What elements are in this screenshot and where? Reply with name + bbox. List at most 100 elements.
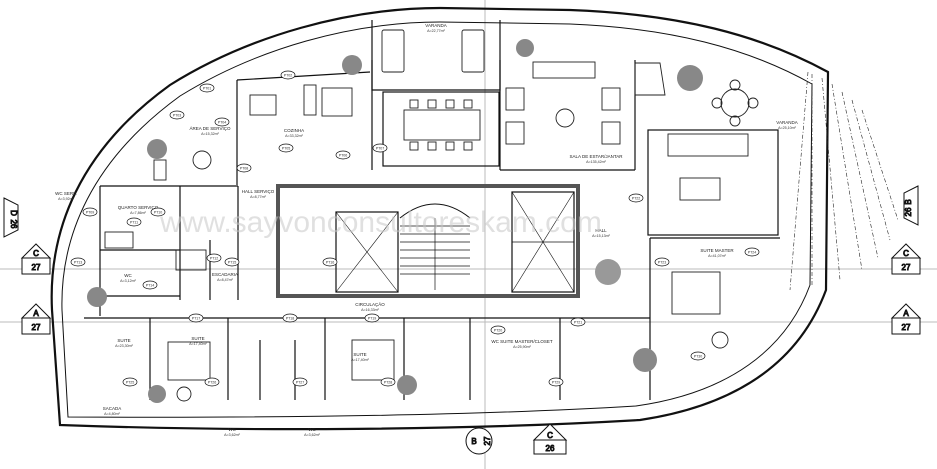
svg-text:26: 26 — [546, 444, 555, 453]
marker-b-bottom: B 27 — [465, 427, 493, 455]
svg-text:27: 27 — [902, 263, 911, 272]
svg-text:WC SERV.: WC SERV. — [55, 191, 77, 196]
door-tag: PT05 — [278, 143, 294, 153]
svg-text:WC: WC — [308, 427, 316, 432]
door-tag: PT15 — [224, 257, 240, 267]
door-tag-label: PT03 — [173, 113, 182, 117]
svg-text:A=25,90m²: A=25,90m² — [513, 345, 531, 349]
dining-chairs — [409, 99, 473, 151]
svg-text:WC SUITE MASTER/CLOSET: WC SUITE MASTER/CLOSET — [491, 339, 553, 344]
svg-text:A=22,77m²: A=22,77m² — [427, 29, 445, 33]
marker-c-left: C 27 — [20, 243, 52, 275]
svg-text:A=15,32m²: A=15,32m² — [201, 132, 219, 136]
svg-text:ESCADARIA: ESCADARIA — [212, 272, 238, 277]
door-tag: PT10 — [150, 207, 166, 217]
door-tag: PT04 — [214, 117, 230, 127]
small-table — [192, 150, 212, 170]
dining-table — [403, 109, 481, 141]
door-tag-label: PT26 — [208, 380, 217, 384]
svg-text:A: A — [903, 309, 909, 318]
door-tag-label: PT25 — [126, 380, 135, 384]
door-tag: PT12 — [206, 253, 222, 263]
svg-text:QUARTO SERVIÇO: QUARTO SERVIÇO — [118, 205, 159, 210]
svg-text:A=3,12m²: A=3,12m² — [120, 279, 136, 283]
svg-text:CIRCULAÇÃO: CIRCULAÇÃO — [355, 301, 385, 307]
svg-text:26: 26 — [9, 220, 18, 229]
svg-text:A=25,10m²: A=25,10m² — [778, 126, 796, 130]
door-tag: PT08 — [236, 163, 252, 173]
marker-d-left: D 26 — [3, 197, 19, 238]
door-tag-label: PT05 — [282, 146, 291, 150]
sofa — [532, 61, 596, 79]
door-tag-label: PT21 — [574, 320, 583, 324]
svg-text:ÁREA DE SERVIÇO: ÁREA DE SERVIÇO — [190, 125, 231, 131]
svg-text:WC: WC — [228, 427, 236, 432]
svg-text:HALL: HALL — [595, 228, 607, 233]
svg-text:SACADA: SACADA — [103, 406, 122, 411]
door-tag: PT02 — [280, 70, 296, 80]
marker-a-right: A 27 — [890, 303, 922, 335]
svg-text:HALL SERVIÇO: HALL SERVIÇO — [242, 189, 275, 194]
door-tag-label: PT23 — [658, 260, 667, 264]
svg-text:B: B — [904, 199, 913, 204]
door-tag: PT11 — [126, 217, 142, 227]
armchair — [381, 29, 405, 73]
svg-text:26: 26 — [904, 207, 913, 216]
svg-text:A=135,42m²: A=135,42m² — [586, 160, 606, 164]
door-tag-label: PT24 — [748, 250, 757, 254]
door-tag-label: PT01 — [203, 86, 212, 90]
svg-text:A=8,47m²: A=8,47m² — [217, 278, 233, 282]
door-tag-label: PT30 — [694, 354, 703, 358]
svg-text:27: 27 — [483, 436, 492, 445]
svg-text:C: C — [547, 431, 553, 440]
door-tag-label: PT09 — [86, 210, 95, 214]
door-tag-label: PT10 — [154, 210, 163, 214]
svg-text:A=17,40m²: A=17,40m² — [189, 342, 207, 346]
door-tag-label: PT20 — [494, 328, 503, 332]
svg-text:A=33,32m²: A=33,32m² — [285, 134, 303, 138]
bed — [351, 339, 395, 381]
door-tag: PT06 — [335, 150, 351, 160]
door-tag: PT20 — [490, 325, 506, 335]
svg-text:A=23,30m²: A=23,30m² — [115, 344, 133, 348]
svg-text:A=16,33m²: A=16,33m² — [361, 308, 379, 312]
island — [303, 84, 317, 116]
door-tag-label: PT22 — [632, 196, 641, 200]
door-tag-label: PT02 — [284, 73, 293, 77]
svg-text:A=3,62m²: A=3,62m² — [224, 433, 240, 437]
columns — [87, 39, 703, 403]
door-tag-label: PT27 — [296, 380, 305, 384]
door-tag: PT09 — [82, 207, 98, 217]
armchair — [461, 29, 485, 73]
door-tag: PT28 — [380, 377, 396, 387]
door-tag: PT07 — [372, 143, 388, 153]
svg-text:SUITE: SUITE — [353, 352, 366, 357]
round-table — [720, 88, 750, 118]
svg-text:A=3,62m²: A=3,62m² — [304, 433, 320, 437]
door-tag-label: PT15 — [228, 260, 237, 264]
bed-master — [671, 271, 721, 315]
door-tag: PT13 — [70, 257, 86, 267]
svg-text:C: C — [33, 249, 39, 258]
door-tag-label: PT28 — [384, 380, 393, 384]
svg-text:27: 27 — [32, 323, 41, 332]
svg-text:A=8,77m²: A=8,77m² — [250, 195, 266, 199]
svg-text:SUITE MASTER: SUITE MASTER — [700, 248, 734, 253]
svg-text:WC: WC — [124, 273, 132, 278]
furniture — [104, 29, 759, 402]
svg-text:A=4,80m²: A=4,80m² — [104, 412, 120, 416]
door-tag: PT30 — [690, 351, 706, 361]
door-tag-label: PT08 — [240, 166, 249, 170]
door-tag-label: PT19 — [368, 316, 377, 320]
door-tag-label: PT29 — [552, 380, 561, 384]
svg-text:SALA DE ESTAR/JANTAR: SALA DE ESTAR/JANTAR — [569, 154, 623, 159]
svg-text:D: D — [9, 210, 18, 216]
door-tag-label: PT07 — [376, 146, 385, 150]
door-tag: PT18 — [282, 313, 298, 323]
svg-text:27: 27 — [32, 263, 41, 272]
marker-a-left: A 27 — [20, 303, 52, 335]
door-tag: PT21 — [570, 317, 586, 327]
door-tag: PT24 — [744, 247, 760, 257]
door-tag: PT01 — [199, 83, 215, 93]
